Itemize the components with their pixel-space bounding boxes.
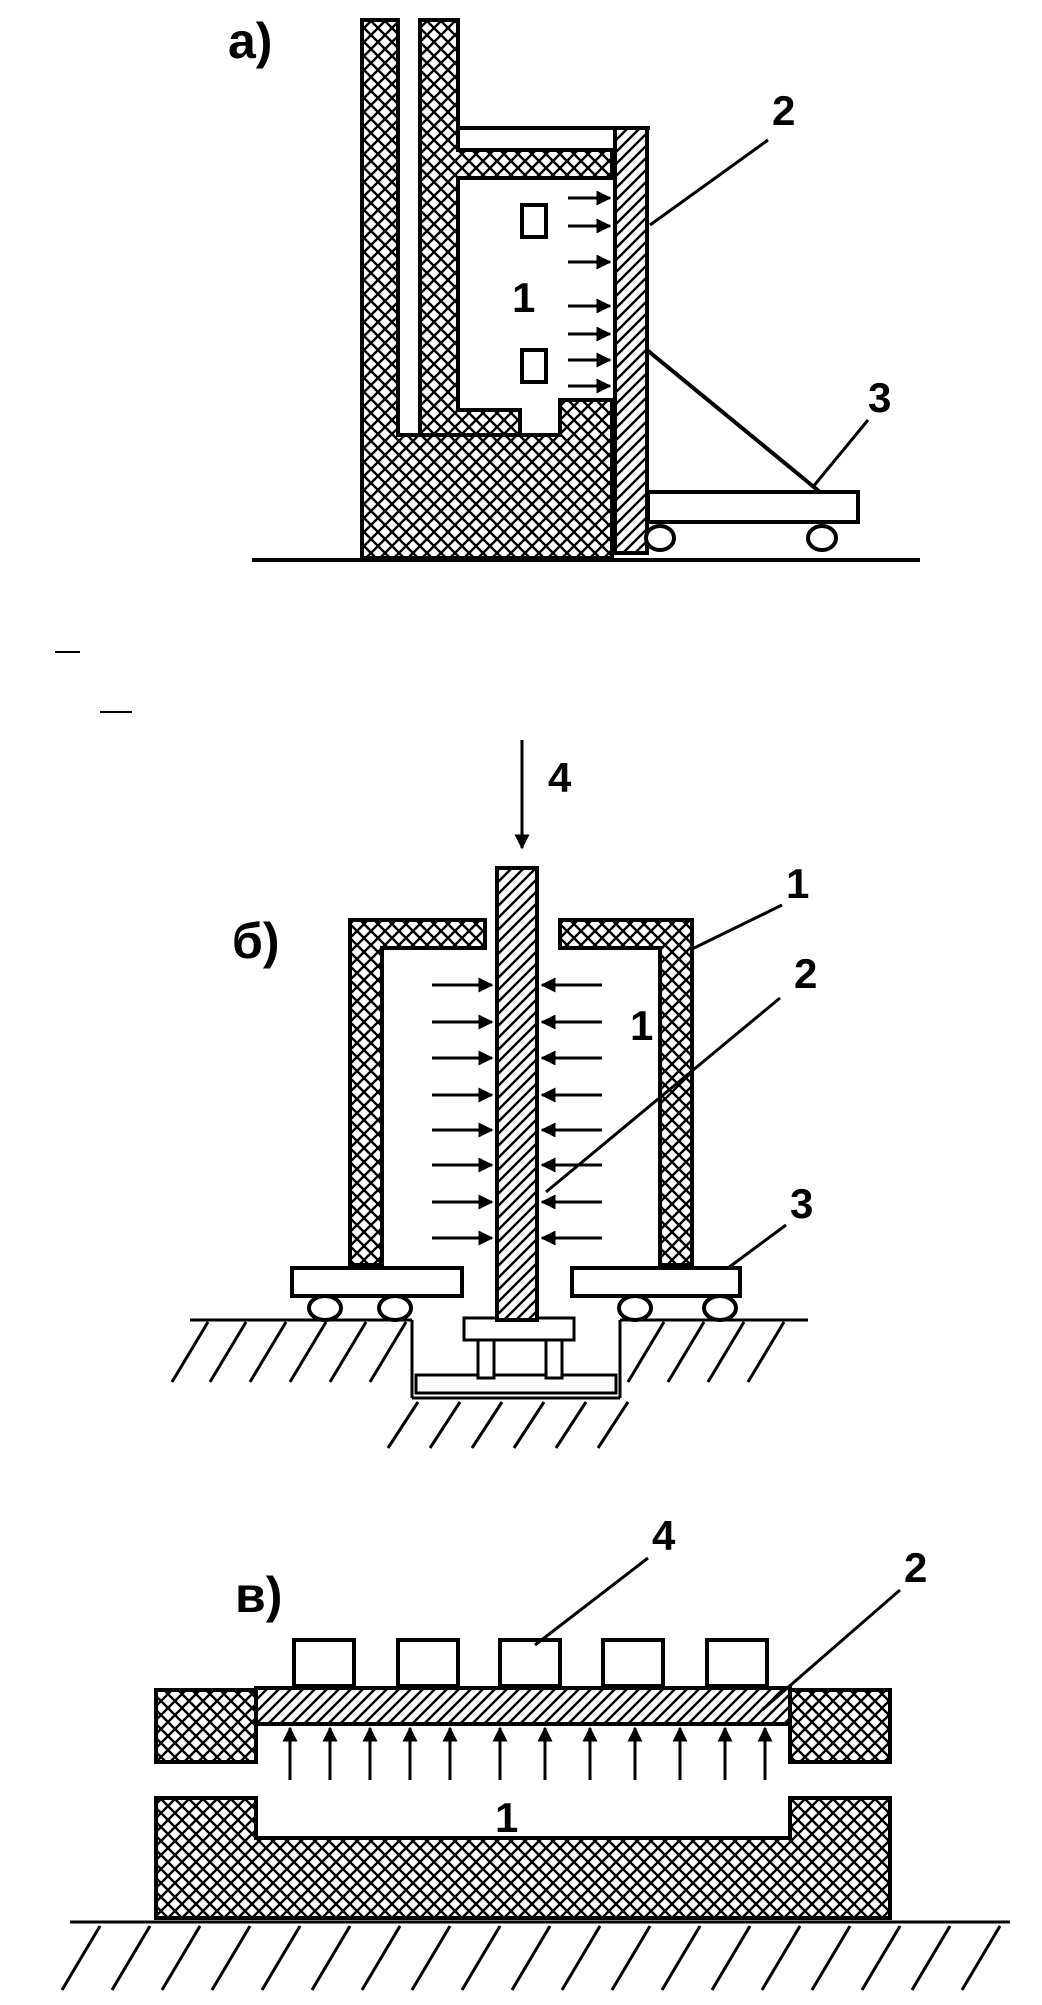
cart-wheel-right [806, 524, 838, 552]
leader-a-2 [649, 138, 769, 227]
leader-b-1 [689, 903, 783, 952]
ground-hatch-c [60, 1920, 1010, 1991]
label-b-1-outer: 1 [786, 860, 809, 907]
plate-c [254, 1686, 792, 1726]
panel-a-label: а) [228, 13, 272, 69]
cart-wheels-b [307, 1294, 738, 1322]
leader-c-4 [534, 1556, 649, 1647]
sample-top [520, 203, 548, 239]
label-b-4: 4 [548, 754, 572, 801]
label-b-2: 2 [794, 950, 817, 997]
furnace-base-c [154, 1796, 892, 1920]
leader-b-2 [545, 996, 781, 1194]
pressure-arrows-b [432, 977, 602, 1246]
panel-b: б) 4 [170, 740, 817, 1449]
label-c-2: 2 [904, 1544, 927, 1591]
sample-bottom [520, 348, 548, 384]
panel-a: а) 1 2 3 [228, 13, 920, 562]
label-c-4: 4 [652, 1512, 676, 1559]
panel-c-label: в) [235, 1567, 282, 1623]
label-a-3: 3 [868, 374, 891, 421]
ground-hatch [170, 1318, 808, 1449]
label-a-2: 2 [772, 87, 795, 134]
label-c-1: 1 [495, 1794, 518, 1841]
panel-b-label: б) [232, 913, 280, 969]
furnace-cover-left [348, 918, 487, 1267]
label-b-1: 1 [630, 1002, 653, 1049]
support-leg-right [544, 1338, 564, 1380]
cart-brace [645, 348, 822, 494]
leader-c-2 [761, 1588, 901, 1712]
pressure-arrows-c [282, 1726, 773, 1780]
top-block-right [788, 1688, 892, 1764]
furnace-inner-wall [418, 18, 614, 437]
furnace-wall [360, 18, 614, 560]
panel-c: в) 1 [60, 1512, 1010, 1991]
furnace-cover-right [558, 918, 694, 1267]
cart-b-left [290, 1266, 464, 1298]
pit-base [414, 1373, 618, 1395]
leader-b-3 [727, 1223, 787, 1270]
label-b-3: 3 [790, 1180, 813, 1227]
door-plate-a [613, 126, 649, 555]
support-leg-left [476, 1338, 496, 1380]
top-block-left [154, 1688, 258, 1764]
label-a-1: 1 [512, 274, 535, 321]
plate-b [495, 866, 539, 1322]
leader-a-3 [810, 419, 870, 489]
weights [292, 1638, 769, 1688]
cart-wheel-left [644, 524, 676, 552]
cart-b-right [570, 1266, 742, 1298]
pressure-arrows-a [568, 190, 612, 394]
cart-a [646, 490, 860, 524]
